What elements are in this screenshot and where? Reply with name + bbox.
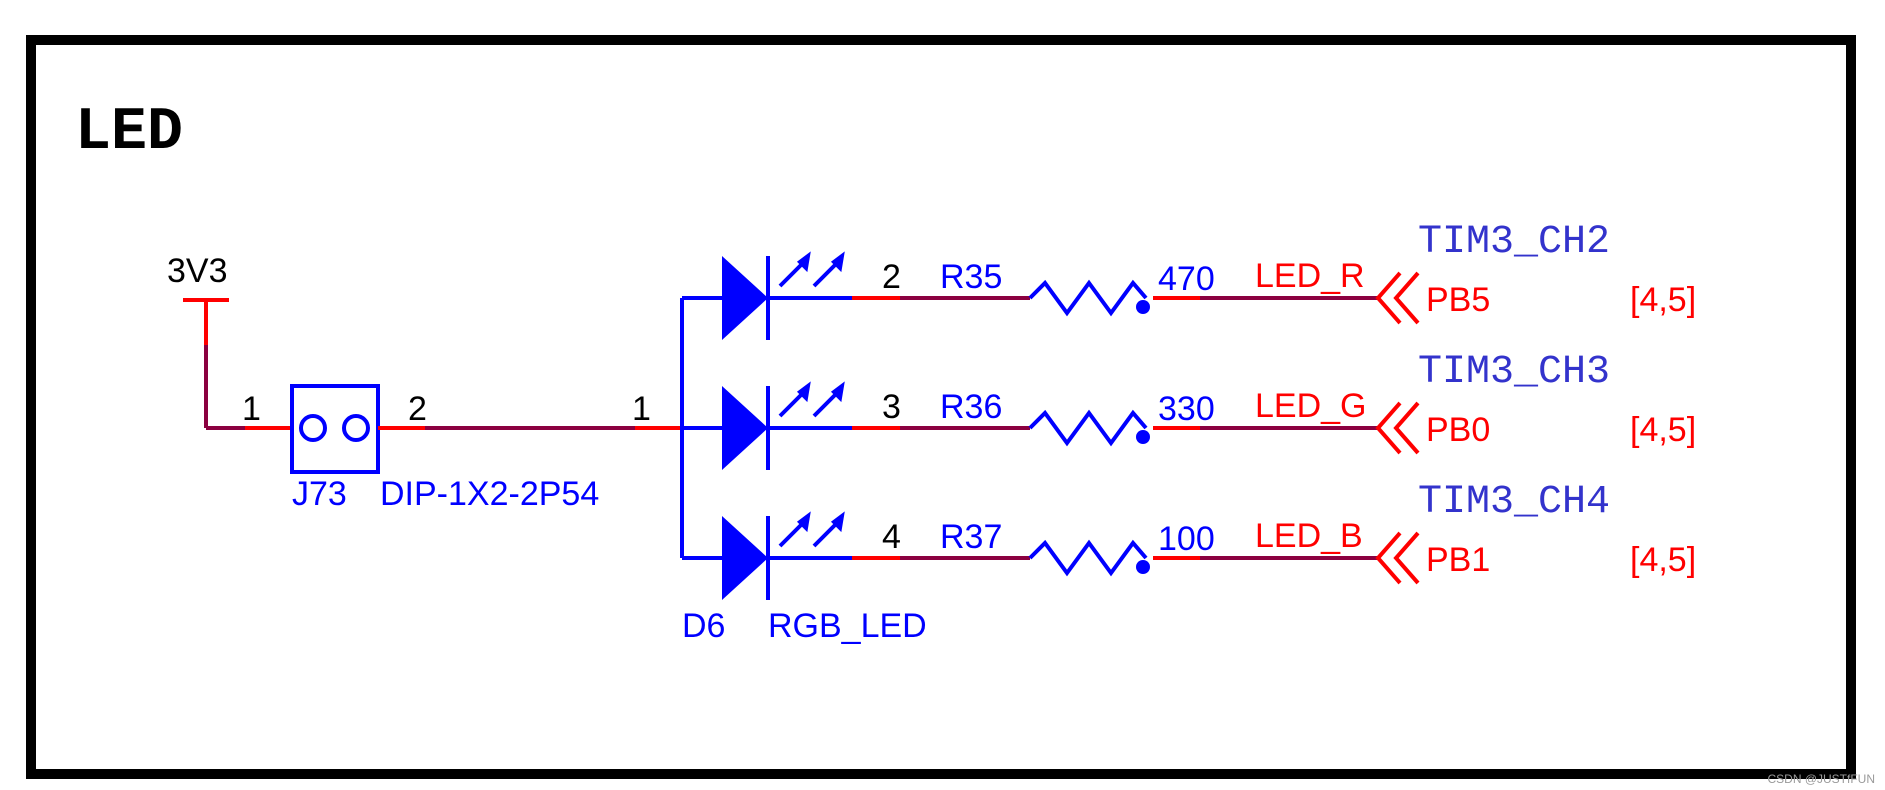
- led-pin-number: 3: [882, 388, 901, 426]
- port-chevron-icon: [1375, 401, 1402, 455]
- j73-pin1-number: 1: [242, 390, 261, 428]
- led-designator: D6: [682, 607, 725, 645]
- timer-channel-label: TIM3_CH2: [1418, 220, 1610, 265]
- port-chevron-icon: [1375, 271, 1402, 325]
- port-chevron-icon: [1393, 531, 1420, 585]
- light-emission-arrows-icon: [778, 511, 845, 548]
- resistor-zigzag-icon: [1028, 409, 1148, 447]
- resistor-zigzag-icon: [1028, 279, 1148, 317]
- resistor-value: 330: [1158, 390, 1215, 428]
- port-name: PB0: [1426, 411, 1490, 449]
- j73-pin1-circle: [299, 414, 327, 442]
- port-name: PB1: [1426, 541, 1490, 579]
- channel-row: 4 R37 100 LED_B PB1 [4,5] TIM3_CH4: [682, 480, 1696, 600]
- port-name: PB5: [1426, 281, 1490, 319]
- timer-channel-label: TIM3_CH3: [1418, 350, 1610, 395]
- diode-triangle-icon: [722, 386, 768, 470]
- channel-row: 2 R35 470 LED_R PB5 [4,5] TIM3_CH2: [682, 220, 1696, 340]
- j73-body: [290, 384, 380, 474]
- port-chevron-icon: [1393, 401, 1420, 455]
- led-pin-number: 2: [882, 258, 901, 296]
- light-emission-arrows-icon: [778, 251, 845, 288]
- j73-pin2-number: 2: [408, 390, 427, 428]
- net-label: LED_G: [1255, 387, 1367, 425]
- light-emission-arrows-icon: [778, 381, 845, 418]
- resistor-dot: [1136, 560, 1150, 574]
- watermark: CSDN @JUSTfFUN: [1767, 772, 1875, 786]
- channel-row: 3 R36 330 LED_G PB0 [4,5] TIM3_CH3: [682, 350, 1696, 470]
- j73-designator: J73: [292, 475, 347, 513]
- resistor-value: 100: [1158, 520, 1215, 558]
- j73-pin2-circle: [342, 414, 370, 442]
- net-label: LED_R: [1255, 257, 1365, 295]
- resistor-dot: [1136, 300, 1150, 314]
- resistor-designator: R35: [940, 258, 1002, 296]
- resistor-dot: [1136, 430, 1150, 444]
- timer-channel-label: TIM3_CH4: [1418, 480, 1610, 525]
- resistor-designator: R37: [940, 518, 1002, 556]
- sheet-title: LED: [75, 99, 183, 167]
- net-label: LED_B: [1255, 517, 1363, 555]
- resistor-designator: R36: [940, 388, 1002, 426]
- power-label: 3V3: [167, 252, 228, 290]
- sheet-reference: [4,5]: [1630, 411, 1696, 449]
- sheet-reference: [4,5]: [1630, 281, 1696, 319]
- led-part: RGB_LED: [768, 607, 927, 645]
- diode-triangle-icon: [722, 516, 768, 600]
- sheet-border: [26, 35, 1856, 779]
- diode-triangle-icon: [722, 256, 768, 340]
- led-common-pin-number: 1: [632, 390, 651, 428]
- port-chevron-icon: [1375, 531, 1402, 585]
- led-pin-number: 4: [882, 518, 901, 556]
- port-chevron-icon: [1393, 271, 1420, 325]
- j73-footprint: DIP-1X2-2P54: [380, 475, 599, 513]
- resistor-value: 470: [1158, 260, 1215, 298]
- resistor-zigzag-icon: [1028, 539, 1148, 577]
- sheet-reference: [4,5]: [1630, 541, 1696, 579]
